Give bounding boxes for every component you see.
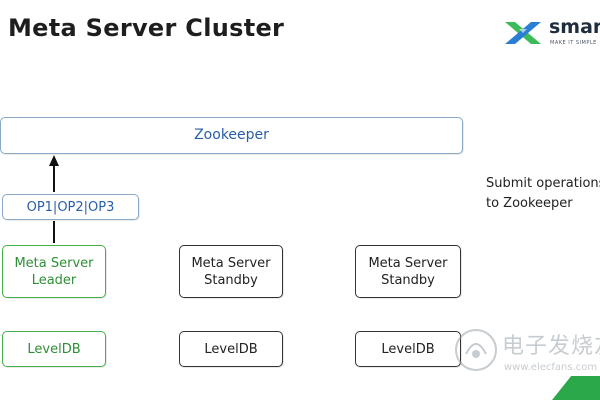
operations-box: OP1|OP2|OP3 <box>2 194 139 220</box>
meta-server-standby-box-2: Meta Server Standby <box>355 245 461 298</box>
zookeeper-box: Zookeeper <box>0 117 463 154</box>
logo: smart MAKE IT SIMPLE <box>503 16 600 52</box>
standby1-label-line2: Standby <box>204 272 258 288</box>
note-line1: Submit operations <box>486 176 600 191</box>
watermark-text: 电子发烧友 <box>502 334 600 359</box>
arrow-head-up-icon <box>49 155 59 166</box>
watermark-url: www.elecfans.com <box>504 362 598 373</box>
leader-label-line2: Leader <box>31 272 77 288</box>
slide-title: Meta Server Cluster <box>8 14 285 42</box>
note-line2: to Zookeeper <box>486 196 573 211</box>
meta-server-standby-box-1: Meta Server Standby <box>179 245 283 298</box>
leader-label-line1: Meta Server <box>14 255 94 271</box>
annotation-note: Submit operations to Zookeeper <box>486 174 600 214</box>
leveldb-box-standby-2: LevelDB <box>355 331 461 367</box>
leveldb-box-leader: LevelDB <box>2 331 106 367</box>
logo-wordmark: smart <box>549 16 600 38</box>
logo-mark-icon <box>505 22 541 44</box>
standby2-label-line2: Standby <box>381 272 435 288</box>
standby2-label-line1: Meta Server <box>368 255 448 271</box>
leveldb-box-standby-1: LevelDB <box>179 331 283 367</box>
corner-accent <box>552 376 600 400</box>
standby1-label-line1: Meta Server <box>191 255 271 271</box>
meta-server-leader-box: Meta Server Leader <box>2 245 106 298</box>
logo-tagline: MAKE IT SIMPLE <box>550 40 597 46</box>
